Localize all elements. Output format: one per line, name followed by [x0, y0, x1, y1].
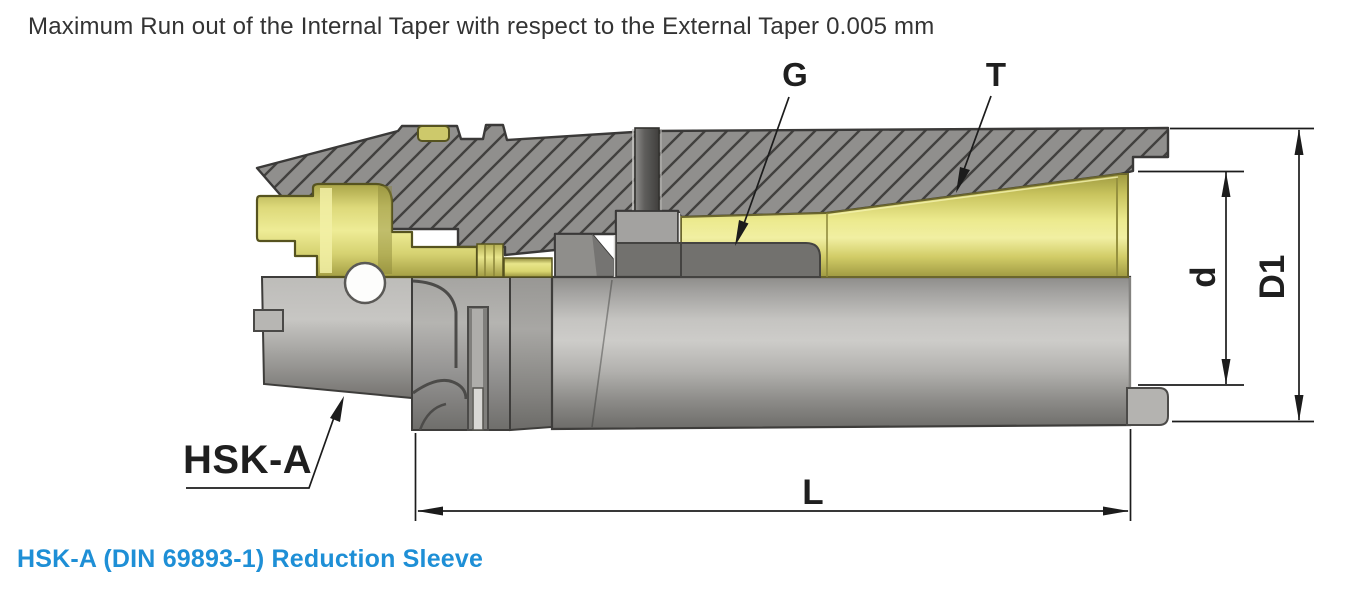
mouth-rim-bottom — [1126, 387, 1169, 426]
product-caption: HSK-A (DIN 69893-1) Reduction Sleeve — [17, 545, 484, 573]
hsk-shank-external — [253, 276, 413, 400]
internal-taper-brass — [613, 173, 1129, 278]
dimension-label-g: G — [782, 56, 808, 93]
shank-label-hska: HSK-A — [183, 438, 313, 482]
section-hatched-body — [255, 123, 1170, 257]
drive-hole — [343, 261, 387, 305]
dimension-label-t: T — [985, 56, 1007, 93]
flange-external — [411, 276, 511, 431]
dimension-annotations — [186, 95, 1314, 521]
neck-external — [509, 276, 553, 432]
sleeve-body-external — [550, 275, 1132, 431]
dimension-label-l: L — [802, 473, 824, 512]
dimension-label-d1: D1 — [1253, 254, 1292, 300]
pin-seat-block — [615, 210, 679, 244]
clamping-set-brass — [255, 125, 553, 305]
internal-step-block — [554, 233, 614, 279]
dimension-label-d: d — [1184, 266, 1223, 288]
runout-note: Maximum Run out of the Internal Taper wi… — [28, 13, 935, 40]
retention-pin — [632, 127, 662, 215]
